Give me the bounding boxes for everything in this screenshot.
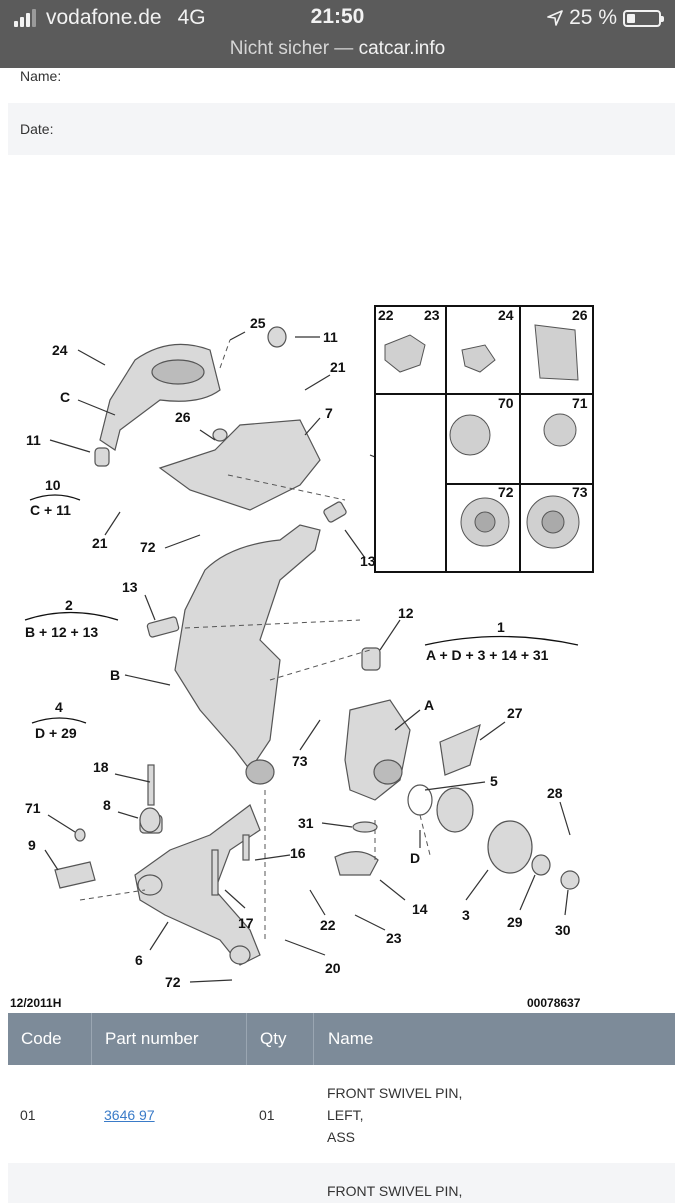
row-code: 01 <box>20 1107 36 1123</box>
label-23: 23 <box>386 930 402 946</box>
header-code: Code <box>21 1029 62 1048</box>
label-20: 20 <box>325 960 341 976</box>
label-16: 16 <box>290 845 306 861</box>
label-26: 26 <box>175 409 191 425</box>
label-14: 14 <box>412 901 428 917</box>
inset-72: 72 <box>498 484 514 500</box>
fastener-inset: 22 23 24 26 70 71 72 73 <box>374 305 594 573</box>
label-9: 9 <box>28 837 36 853</box>
inset-73: 73 <box>572 484 588 500</box>
label-c: C <box>60 389 70 405</box>
header-part-number: Part number <box>105 1029 199 1048</box>
diagram-image-ref: 00078637 <box>527 996 581 1010</box>
clock: 21:50 <box>310 5 365 28</box>
row-name-line: FRONT SWIVEL PIN, <box>327 1085 463 1101</box>
status-right: 25 % <box>547 6 664 30</box>
battery-percent: 25 % <box>569 6 617 29</box>
inset-24: 24 <box>498 307 514 323</box>
status-bar: vodafone.de 4G 21:50 25 % Nicht sicher —… <box>0 0 675 68</box>
label-a: A <box>424 697 434 713</box>
signal-strength-icon <box>14 9 36 27</box>
label-25: 25 <box>250 315 266 331</box>
inset-23: 23 <box>424 307 440 323</box>
label-71: 71 <box>25 800 41 816</box>
label-11b: 11 <box>26 432 41 448</box>
row-name-line: LEFT, <box>327 1107 364 1123</box>
carrier-name: vodafone.de <box>46 6 162 29</box>
label-31: 31 <box>298 815 314 831</box>
label-11: 11 <box>323 329 338 345</box>
parts-diagram: 25 11 24 21 C 11 26 7 19 10 C + 11 21 72… <box>0 290 675 1015</box>
inset-70: 70 <box>498 395 514 411</box>
label-b-12-13: B + 12 + 13 <box>25 624 98 640</box>
label-3: 3 <box>462 907 470 923</box>
name-label: Name: <box>20 68 62 84</box>
label-72: 72 <box>140 539 156 555</box>
label-13b: 13 <box>122 579 138 595</box>
label-30: 30 <box>555 922 571 938</box>
label-12: 12 <box>398 605 414 621</box>
page-domain: catcar.info <box>358 38 446 59</box>
row-name-line: ASS <box>327 1129 356 1145</box>
row-qty: 01 <box>259 1107 275 1123</box>
inset-71: 71 <box>572 395 588 411</box>
label-d-29: D + 29 <box>35 725 77 741</box>
table-row: 01 3646 97 01 FRONT SWIVEL PIN, LEFT, AS… <box>8 1065 675 1163</box>
label-d: D <box>410 850 420 866</box>
label-8: 8 <box>103 797 111 813</box>
date-label: Date: <box>20 121 54 137</box>
security-warning: Nicht sicher — <box>229 38 354 59</box>
label-5: 5 <box>490 773 498 789</box>
label-27: 27 <box>507 705 523 721</box>
label-73: 73 <box>292 753 308 769</box>
header-name: Name <box>328 1029 374 1048</box>
label-28: 28 <box>547 785 563 801</box>
label-22: 22 <box>320 917 336 933</box>
label-2: 2 <box>65 597 73 613</box>
part-number-link[interactable]: 3646 97 <box>104 1107 155 1123</box>
battery-icon <box>623 9 664 27</box>
label-c-11: C + 11 <box>30 502 71 518</box>
label-24: 24 <box>52 342 68 358</box>
label-1: 1 <box>497 619 505 635</box>
label-7: 7 <box>325 405 333 421</box>
label-b: B <box>110 667 120 683</box>
diagram-labels: 25 11 24 21 C 11 26 7 19 10 C + 11 21 72… <box>25 315 571 990</box>
label-18: 18 <box>93 759 109 775</box>
inset-26: 26 <box>572 307 588 323</box>
label-6: 6 <box>135 952 143 968</box>
label-10: 10 <box>45 477 61 493</box>
label-17: 17 <box>238 915 254 931</box>
header-qty: Qty <box>260 1029 287 1048</box>
row-name-line: FRONT SWIVEL PIN, <box>327 1183 463 1199</box>
label-4: 4 <box>55 699 63 715</box>
network-type: 4G <box>177 6 206 29</box>
label-a-d-3-14-31: A + D + 3 + 14 + 31 <box>426 647 549 663</box>
inset-22: 22 <box>378 307 394 323</box>
label-21: 21 <box>330 359 346 375</box>
label-21b: 21 <box>92 535 108 551</box>
label-13: 13 <box>360 553 376 569</box>
location-arrow-icon <box>547 10 563 26</box>
parts-table: Code Part number Qty Name 01 3646 97 01 … <box>8 1013 675 1203</box>
label-29: 29 <box>507 914 523 930</box>
label-72b: 72 <box>165 974 181 990</box>
date-row: Date: <box>8 103 675 155</box>
name-row: Name: <box>8 68 675 98</box>
table-row: FRONT SWIVEL PIN, <box>8 1163 675 1203</box>
table-header: Code Part number Qty Name <box>8 1013 675 1065</box>
diagram-date-code: 12/2011H <box>10 996 61 1010</box>
address-bar[interactable]: Nicht sicher — catcar.info <box>0 38 675 60</box>
status-left: vodafone.de 4G <box>14 6 206 30</box>
